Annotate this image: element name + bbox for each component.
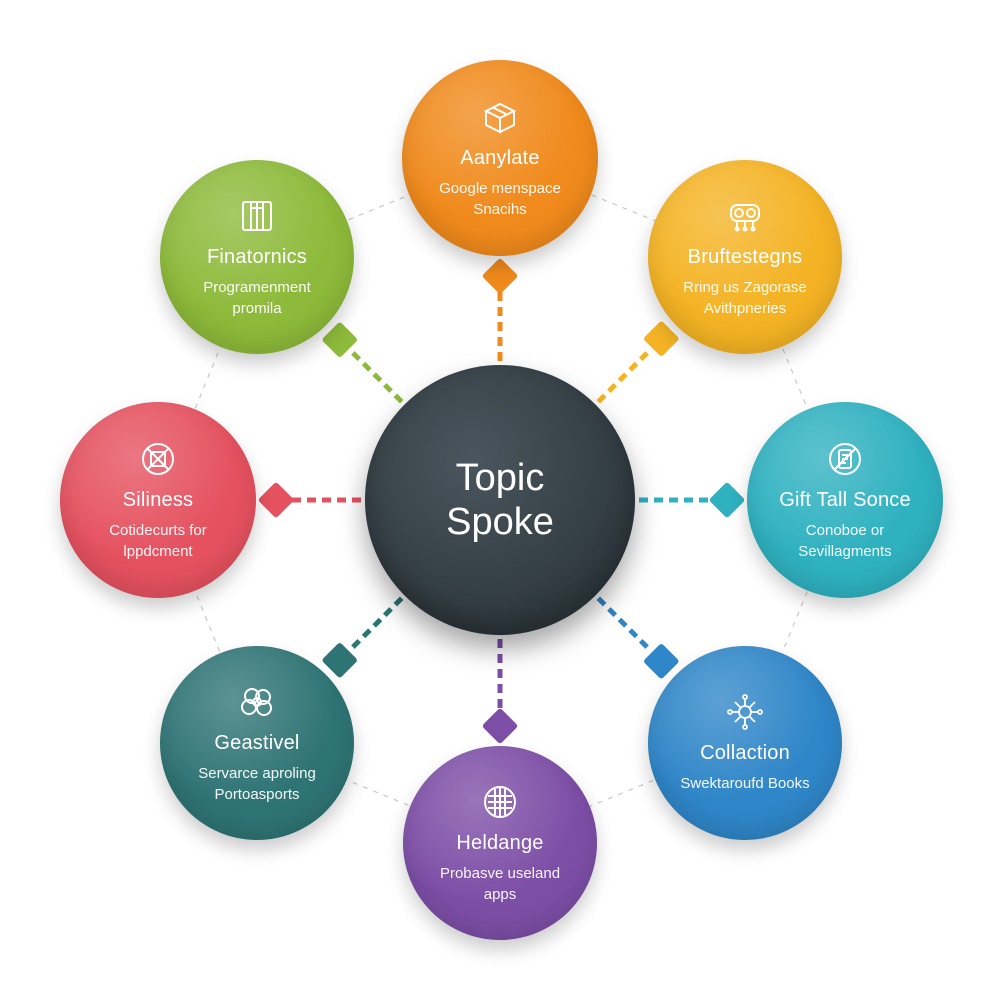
hub-node: Topic Spoke [365,365,635,635]
cloud-icon [237,682,277,722]
spoke-title: Heldange [456,831,544,854]
robot-icon [725,196,765,236]
compass-icon [138,439,178,479]
spoke-description: Cotidecurts for lppdcment [109,521,207,560]
connector-diamond [644,321,679,356]
spoke-title: Geastivel [214,731,300,754]
spoke-description: Swektaroufd Books [680,775,810,792]
spoke-title: Gift Tall Sonce [779,488,911,511]
spoke-node-left: Siliness Cotidecurts for lppdcment [60,402,256,598]
spoke-connector [347,596,404,653]
spoke-node-right: Gift Tall Sonce Conoboe or Sevillagments [747,402,943,598]
spoke-node-top-right: Bruftestegns Rring us Zagorase Avithpner… [648,160,842,354]
connector-diamond [482,708,518,744]
spoke-connector [596,346,654,404]
spoke-title: Collaction [700,742,790,764]
connector-diamond [258,482,294,518]
connector-diamond [322,643,357,678]
spoke-node-top-left: Finatornics Programenment promila [160,160,354,354]
spoke-description: Servarce aproling Portoasports [198,764,316,803]
columns-icon [237,196,277,236]
spoke-title: Finatornics [206,245,307,268]
connector-diamond [322,322,357,357]
hub-title: Topic Spoke [446,457,554,543]
spoke-title: Siliness [122,488,194,511]
spoke-description: Google menspace Snacihs [439,179,561,218]
spoke-title: Bruftestegns [687,245,803,268]
spoke-title: Aanylate [460,146,540,169]
spoke-connector [347,347,404,404]
spoke-description: Conoboe or Sevillagments [798,521,892,560]
spoke-node-top: Aanylate Google menspace Snacihs [402,60,598,256]
network-icon [725,692,765,732]
spoke-connector [596,596,654,654]
spoke-node-bottom-right: Collaction Swektaroufd Books [648,646,842,840]
box-icon [480,97,520,137]
grid-icon [480,782,520,822]
connector-diamond [482,258,518,294]
spoke-description: Programenment promila [203,278,311,317]
spoke-description: Rring us Zagorase Avithpneries [683,278,807,317]
connector-diamond [709,482,745,518]
spoke-node-bottom: Heldange Probasve useland apps [403,746,597,940]
clipboard-icon [825,439,865,479]
connector-diamond [644,644,679,679]
spoke-description: Probasve useland apps [439,864,561,903]
spoke-node-bottom-left: Geastivel Servarce aproling Portoasports [160,646,354,840]
